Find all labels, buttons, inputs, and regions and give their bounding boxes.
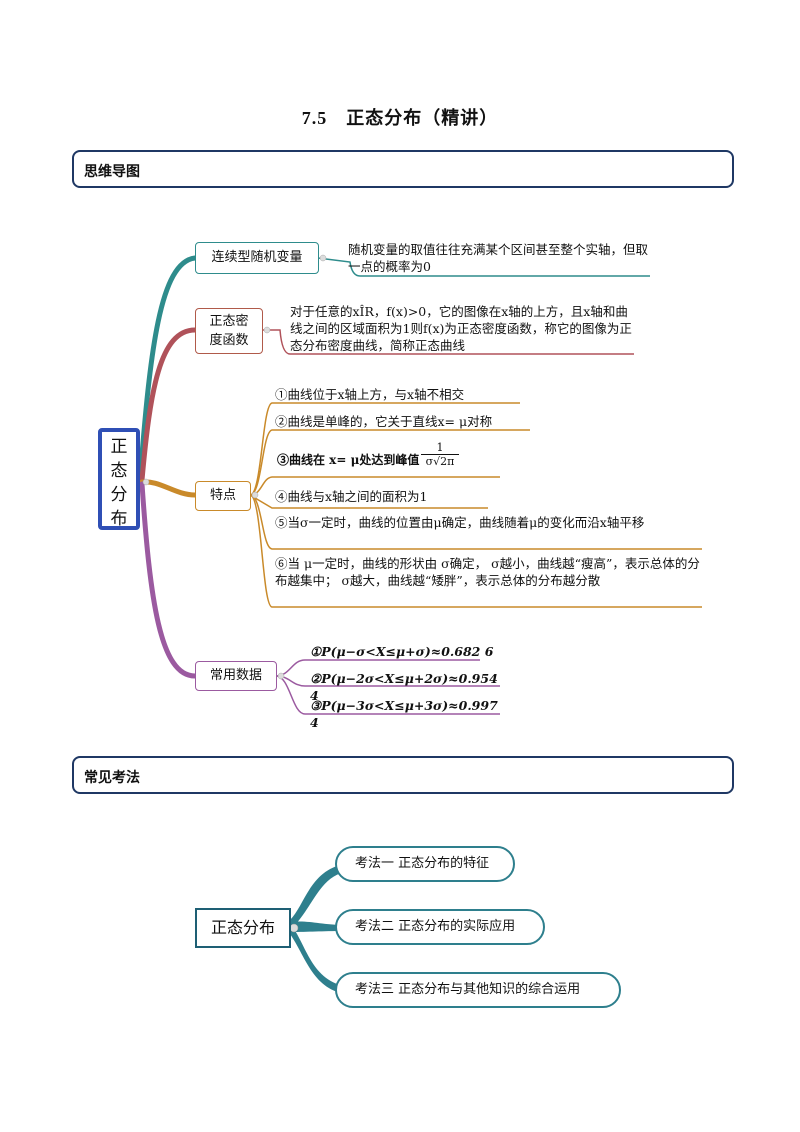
branch1-text: 随机变量的取值往往充满某个区间甚至整个实轴，但取一点的概率为0 [348, 242, 649, 274]
feature-item-2: ②曲线是单峰的，它关于直线x= μ对称 [275, 414, 493, 429]
peak-fraction-numerator: 1 [421, 441, 459, 455]
root-char: 正 [110, 437, 128, 457]
branch-continuous-random-variable: 连续型随机变量 [195, 242, 319, 274]
branch2-label-line: 度函数 [209, 333, 249, 348]
section-label: 思维导图 [84, 164, 140, 180]
peak-fraction: 1 σ√2π [421, 441, 459, 469]
section-label: 常见考法 [84, 770, 140, 786]
section-header-mindmap: 思维导图 [72, 150, 734, 188]
feature-item-5: ⑤当σ一定时，曲线的位置由μ确定，曲线随着μ的变化而沿x轴平移 [275, 515, 645, 530]
mindmap-root: 正 态 分 布 [98, 428, 140, 530]
section-header-exam: 常见考法 [72, 756, 734, 794]
common-data-item-2: ②P(μ−2σ<X≤μ+2σ)≈0.954 4 [310, 671, 498, 703]
branch-common-data: 常用数据 [195, 661, 277, 691]
common-data-item-3: ③P(μ−3σ<X≤μ+3σ)≈0.997 4 [310, 698, 498, 730]
root-char: 布 [110, 509, 128, 529]
common-data-item-1: ①P(μ−σ<X≤μ+σ)≈0.682 6 [310, 644, 494, 659]
branch2-text: 对于任意的xÎR，f(x)>0，它的图像在x轴的上方，且x轴和曲线之间的区域面积… [290, 304, 632, 353]
branch-normal-density-function: 正态密 度函数 [195, 308, 263, 354]
root-char: 态 [110, 461, 128, 481]
peak-fraction-denominator: σ√2π [425, 455, 455, 468]
exam-method-2: 考法二 正态分布的实际应用 [335, 909, 545, 945]
branch2-label-line: 正态密 [209, 314, 249, 329]
exam-method-1: 考法一 正态分布的特征 [335, 846, 515, 882]
feature-item-1: ①曲线位于x轴上方，与x轴不相交 [275, 387, 465, 402]
feature-item-3: ③曲线在 x= μ处达到峰值 [277, 453, 420, 467]
branch-characteristics: 特点 [195, 481, 251, 511]
exam-map-root: 正态分布 [195, 908, 291, 948]
page-title: 7.5 正态分布（精讲） [301, 108, 499, 128]
feature-item-4: ④曲线与x轴之间的面积为1 [275, 489, 428, 504]
feature-item-6: ⑥当 μ一定时，曲线的形状由 σ确定， σ越小，曲线越“瘦高”，表示总体的分布越… [275, 556, 700, 588]
exam-method-3: 考法三 正态分布与其他知识的综合运用 [335, 972, 621, 1008]
root-char: 分 [110, 485, 128, 505]
